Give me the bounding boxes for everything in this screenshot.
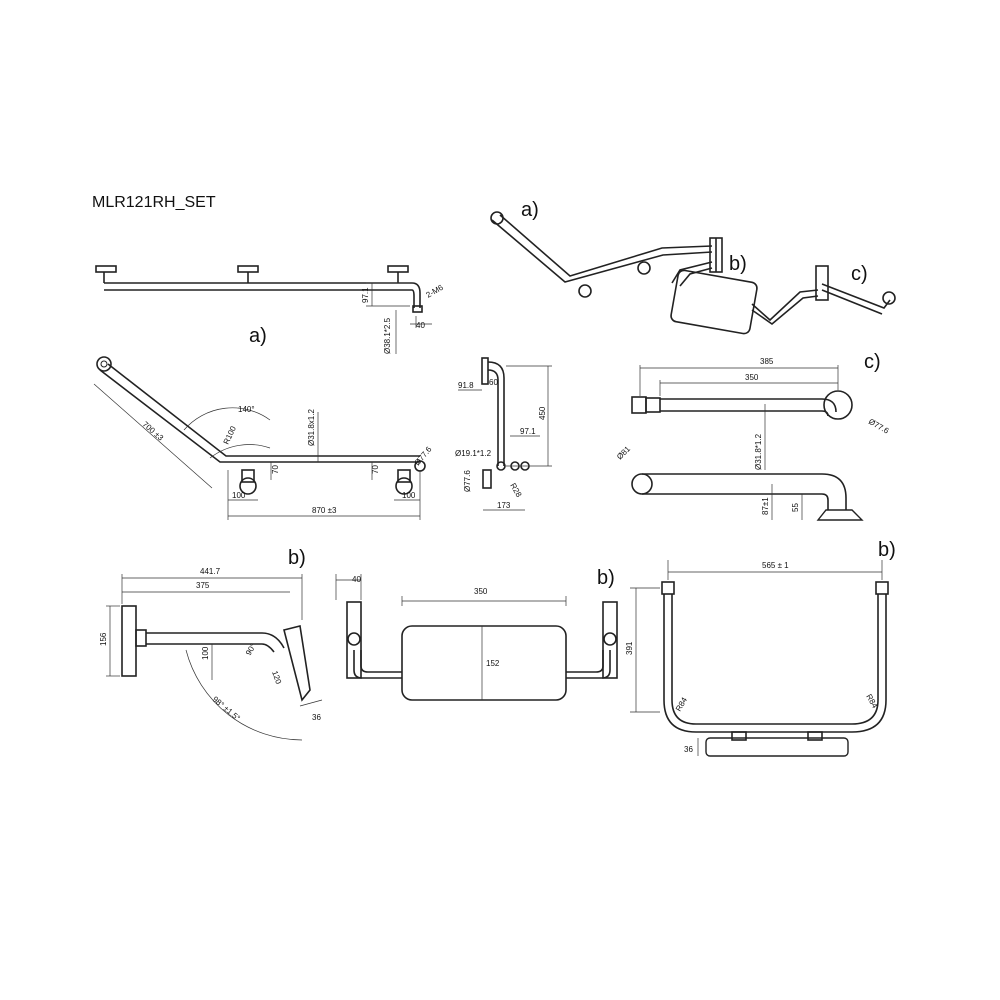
part-c-views: 385 350 Ø77.6 Ø31.8*1.2 Ø81 87±1 55 c) xyxy=(615,351,891,521)
dim-bt-565: 565 ± 1 xyxy=(762,561,789,570)
dim-a-870: 870 ±3 xyxy=(312,506,337,515)
dim-side-dia19: Ø19.1*1.2 xyxy=(455,449,492,458)
dim-c-dia81: Ø81 xyxy=(615,444,632,461)
dim-c-dia31-8: Ø31.8*1.2 xyxy=(754,433,763,470)
dim-c-87: 87±1 xyxy=(761,497,770,515)
dim-c-dia77-6: Ø77.6 xyxy=(867,417,891,436)
dim-side-dia77-6: Ø77.6 xyxy=(463,470,472,492)
dim-side-r28: R28 xyxy=(508,482,523,500)
dim-side-450: 450 xyxy=(538,406,547,420)
part-b-label-top: b) xyxy=(878,539,896,561)
dim-a-70-right: 70 xyxy=(371,465,380,474)
part-a-side-view: 450 91.8 60 97.1 Ø19.1*1.2 Ø77.6 R28 173 xyxy=(455,357,552,511)
dim-a-100-right: 100 xyxy=(402,491,416,500)
dim-a-97-1: 97.1 xyxy=(361,287,370,303)
iso-label-c: c) xyxy=(851,263,868,285)
dim-a-700: 700 ±3 xyxy=(141,420,166,443)
part-c-label: c) xyxy=(864,351,881,373)
dim-side-91-8: 91.8 xyxy=(458,381,474,390)
iso-label-a: a) xyxy=(521,199,539,221)
dim-b-98deg: 98° ±1.5° xyxy=(211,695,242,723)
part-b-front-view: 40 350 152 b) xyxy=(335,567,618,701)
dim-side-173: 173 xyxy=(497,501,511,510)
part-a-front-view: 700 ±3 140° R100 Ø31.8x1.2 70 70 Ø77.6 1… xyxy=(93,356,434,520)
dim-bf-350: 350 xyxy=(474,587,488,596)
dim-b-120: 120 xyxy=(270,670,283,686)
dim-a-70-left: 70 xyxy=(271,465,280,474)
part-b-top-view: 565 ± 1 391 R84 R84 36 b) xyxy=(625,539,896,757)
part-a-top-view: 97.1 2-M6 40 Ø38.1*2.5 a) xyxy=(95,265,446,354)
dim-b-441-7: 441.7 xyxy=(200,567,221,576)
drawing-title: MLR121RH_SET xyxy=(92,194,216,211)
dim-b-156: 156 xyxy=(99,632,108,646)
part-b-label-side: b) xyxy=(288,547,306,569)
isometric-set-view: a) b) c) xyxy=(490,199,896,335)
dim-a-r100: R100 xyxy=(222,424,238,446)
dim-b-100: 100 xyxy=(201,646,210,660)
dim-a-dia38: Ø38.1*2.5 xyxy=(383,317,392,354)
dim-a-2m6: 2-M6 xyxy=(425,283,446,300)
dim-side-60: 60 xyxy=(489,378,498,387)
dim-a-100-left: 100 xyxy=(232,491,246,500)
dim-b-375: 375 xyxy=(196,581,210,590)
dim-bt-36: 36 xyxy=(684,745,693,754)
dim-side-97-1: 97.1 xyxy=(520,427,536,436)
dim-a-40: 40 xyxy=(416,321,425,330)
dim-c-385: 385 xyxy=(760,357,774,366)
dim-a-140deg: 140° xyxy=(238,405,255,414)
dim-a-dia31-8: Ø31.8x1.2 xyxy=(307,409,316,446)
iso-label-b: b) xyxy=(729,253,747,275)
part-b-side-view: 441.7 375 156 100 90° 120 98° ±1.5° 36 b… xyxy=(99,547,323,741)
dim-c-350: 350 xyxy=(745,373,759,382)
dim-c-55: 55 xyxy=(791,503,800,512)
dim-bf-40: 40 xyxy=(352,575,361,584)
dim-bt-391: 391 xyxy=(625,641,634,655)
dim-b-36: 36 xyxy=(312,713,321,722)
part-a-label: a) xyxy=(249,325,267,347)
part-b-label-front: b) xyxy=(597,567,615,589)
dim-bf-152: 152 xyxy=(486,659,500,668)
dim-bt-r84-left: R84 xyxy=(674,695,689,713)
